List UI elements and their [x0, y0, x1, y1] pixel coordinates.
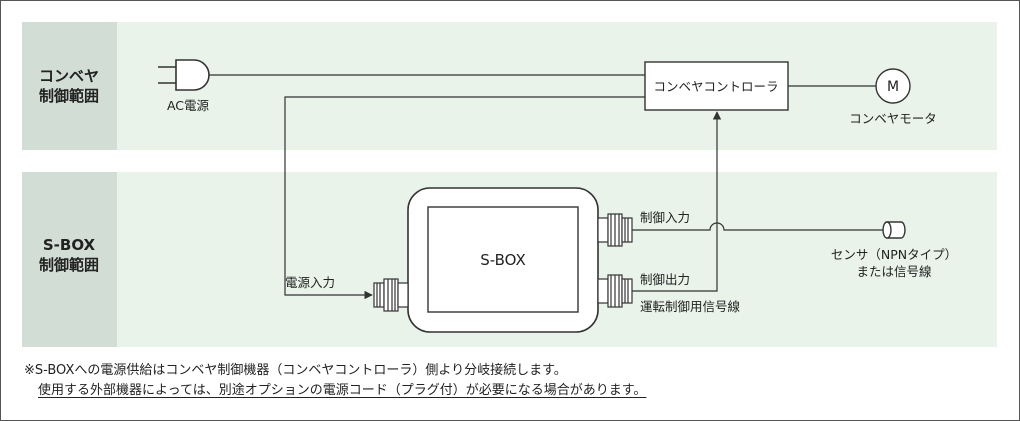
- control-input-connector-icon: [597, 213, 633, 247]
- conveyor-controller-label: コンベヤコントローラ: [653, 79, 778, 94]
- control-input-label: 制御入力: [640, 210, 690, 225]
- control-output-label: 制御出力: [640, 272, 690, 287]
- conveyor-zone-label-line2: 制御範囲: [39, 87, 99, 105]
- conveyor-zone-label-cell: [22, 22, 117, 150]
- footnote-line-2: 使用する外部機器によっては、別途オプションの電源コード（プラグ付）が必要になる場…: [38, 383, 647, 398]
- ac-power-label: AC電源: [167, 98, 210, 113]
- ac-plug-icon: [158, 59, 210, 91]
- power-input-label: 電源入力: [285, 275, 335, 290]
- conveyor-zone-label-line1: コンベヤ: [39, 67, 99, 85]
- power-branch-line: [284, 96, 645, 300]
- sensor-label-line2: または信号線: [856, 264, 932, 279]
- conveyor-motor-label: コンベヤモータ: [849, 111, 937, 126]
- sensor-icon: [882, 221, 906, 239]
- sbox-label: S-BOX: [480, 251, 526, 269]
- sbox-panel: [427, 206, 579, 313]
- footnote-line-1: ※S-BOXへの電源供給はコンベヤ制御機器（コンベヤコントローラ）側より分岐接続…: [24, 363, 567, 378]
- conveyor-controller-box: [644, 61, 789, 111]
- sbox-zone-label-line2: 制御範囲: [39, 256, 99, 274]
- motor-circle: [875, 68, 911, 104]
- motor-symbol: M: [887, 79, 899, 95]
- control-output-connector-icon: [597, 274, 633, 308]
- sensor-label-line1: センサ（NPNタイプ）: [831, 247, 957, 262]
- control-output-line: [632, 111, 722, 292]
- sbox-zone-label-line1: S-BOX: [43, 236, 96, 254]
- power-input-connector-icon: [373, 278, 409, 312]
- operation-signal-line-label: 運転制御用信号線: [640, 299, 741, 314]
- sbox-zone-label-cell: [22, 172, 117, 347]
